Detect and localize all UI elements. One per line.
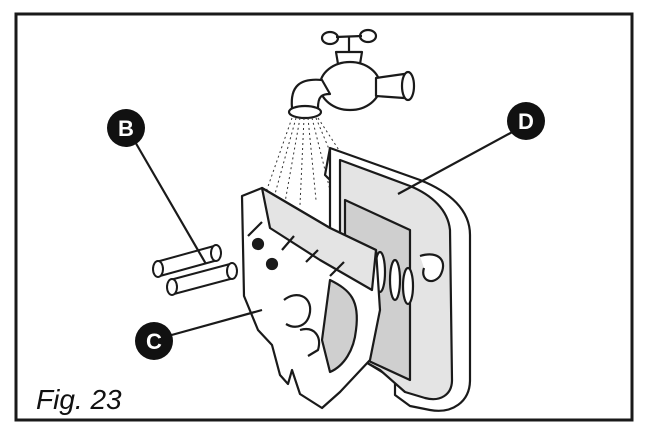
svg-text:B: B [118, 116, 134, 141]
leader-line-c [167, 308, 263, 338]
svg-text:C: C [146, 329, 162, 354]
callout-b: B [107, 109, 145, 147]
callout-d: D [507, 102, 545, 140]
leader-line-d [397, 129, 517, 195]
screws-b [152, 244, 238, 296]
filter-cover-c [240, 186, 382, 410]
leader-lines [133, 129, 517, 338]
faucet [287, 28, 416, 120]
figure-caption: Fig. 23 [36, 384, 122, 415]
svg-text:D: D [518, 109, 534, 134]
leader-line-b [133, 139, 207, 265]
callout-c: C [135, 322, 173, 360]
